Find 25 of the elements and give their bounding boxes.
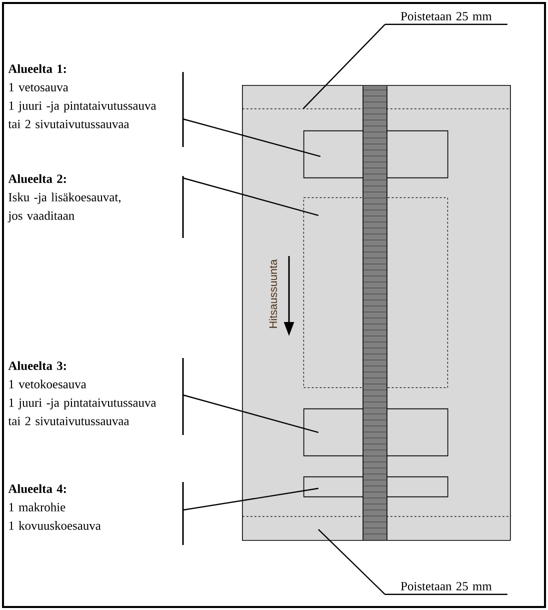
- area-note: Alueelta 2: Isku -ja lisäkoesauvat, jos vaaditaan: [8, 174, 120, 222]
- node-label: tai 2 sivutaivutussauvaa: [8, 120, 130, 128]
- direction-label: Hitsaussuunta: [268, 259, 278, 328]
- leader-line: [318, 528, 386, 595]
- leader-line: [302, 24, 386, 109]
- node-label: 1 juuri -ja pintataivutussauva: [9, 398, 156, 410]
- dimension-note: Poistetaan 25 mm: [385, 12, 508, 25]
- area-note: Alueelta 1: 1 vetosauva 1 juuri -ja pintataivutussauva tai 2 sivutaivutussauvaa: [8, 64, 156, 128]
- node-label: tai 2 sivutaivutussauvaa: [8, 416, 130, 426]
- node-label: Alueelta 3:: [8, 361, 66, 370]
- area-note: Alueelta 3: 1 vetokoesauva 1 juuri -ja pintataivutussauva tai 2 sivutaivutussauvaa: [8, 361, 156, 426]
- leader-line: [182, 394, 319, 433]
- removed-strip: [242, 516, 512, 517]
- leader-line: [182, 488, 318, 511]
- dimension-note: Poistetaan 25 mm: [385, 582, 508, 595]
- area-note: Alueelta 4: 1 makrohie 1 kovuuskoesauva: [8, 484, 101, 530]
- node-label: 1 vetokoesauva: [9, 380, 86, 388]
- leader-line: [182, 177, 319, 216]
- plate: [242, 85, 511, 541]
- removed-strip: [242, 108, 512, 110]
- specimen-area: [303, 197, 448, 388]
- node-label: Alueelta 1:: [8, 64, 66, 74]
- leader-line: [182, 118, 321, 157]
- node-label: 1 juuri -ja pintataivutussauva: [9, 101, 156, 112]
- node-label: 1 vetosauva: [9, 83, 68, 92]
